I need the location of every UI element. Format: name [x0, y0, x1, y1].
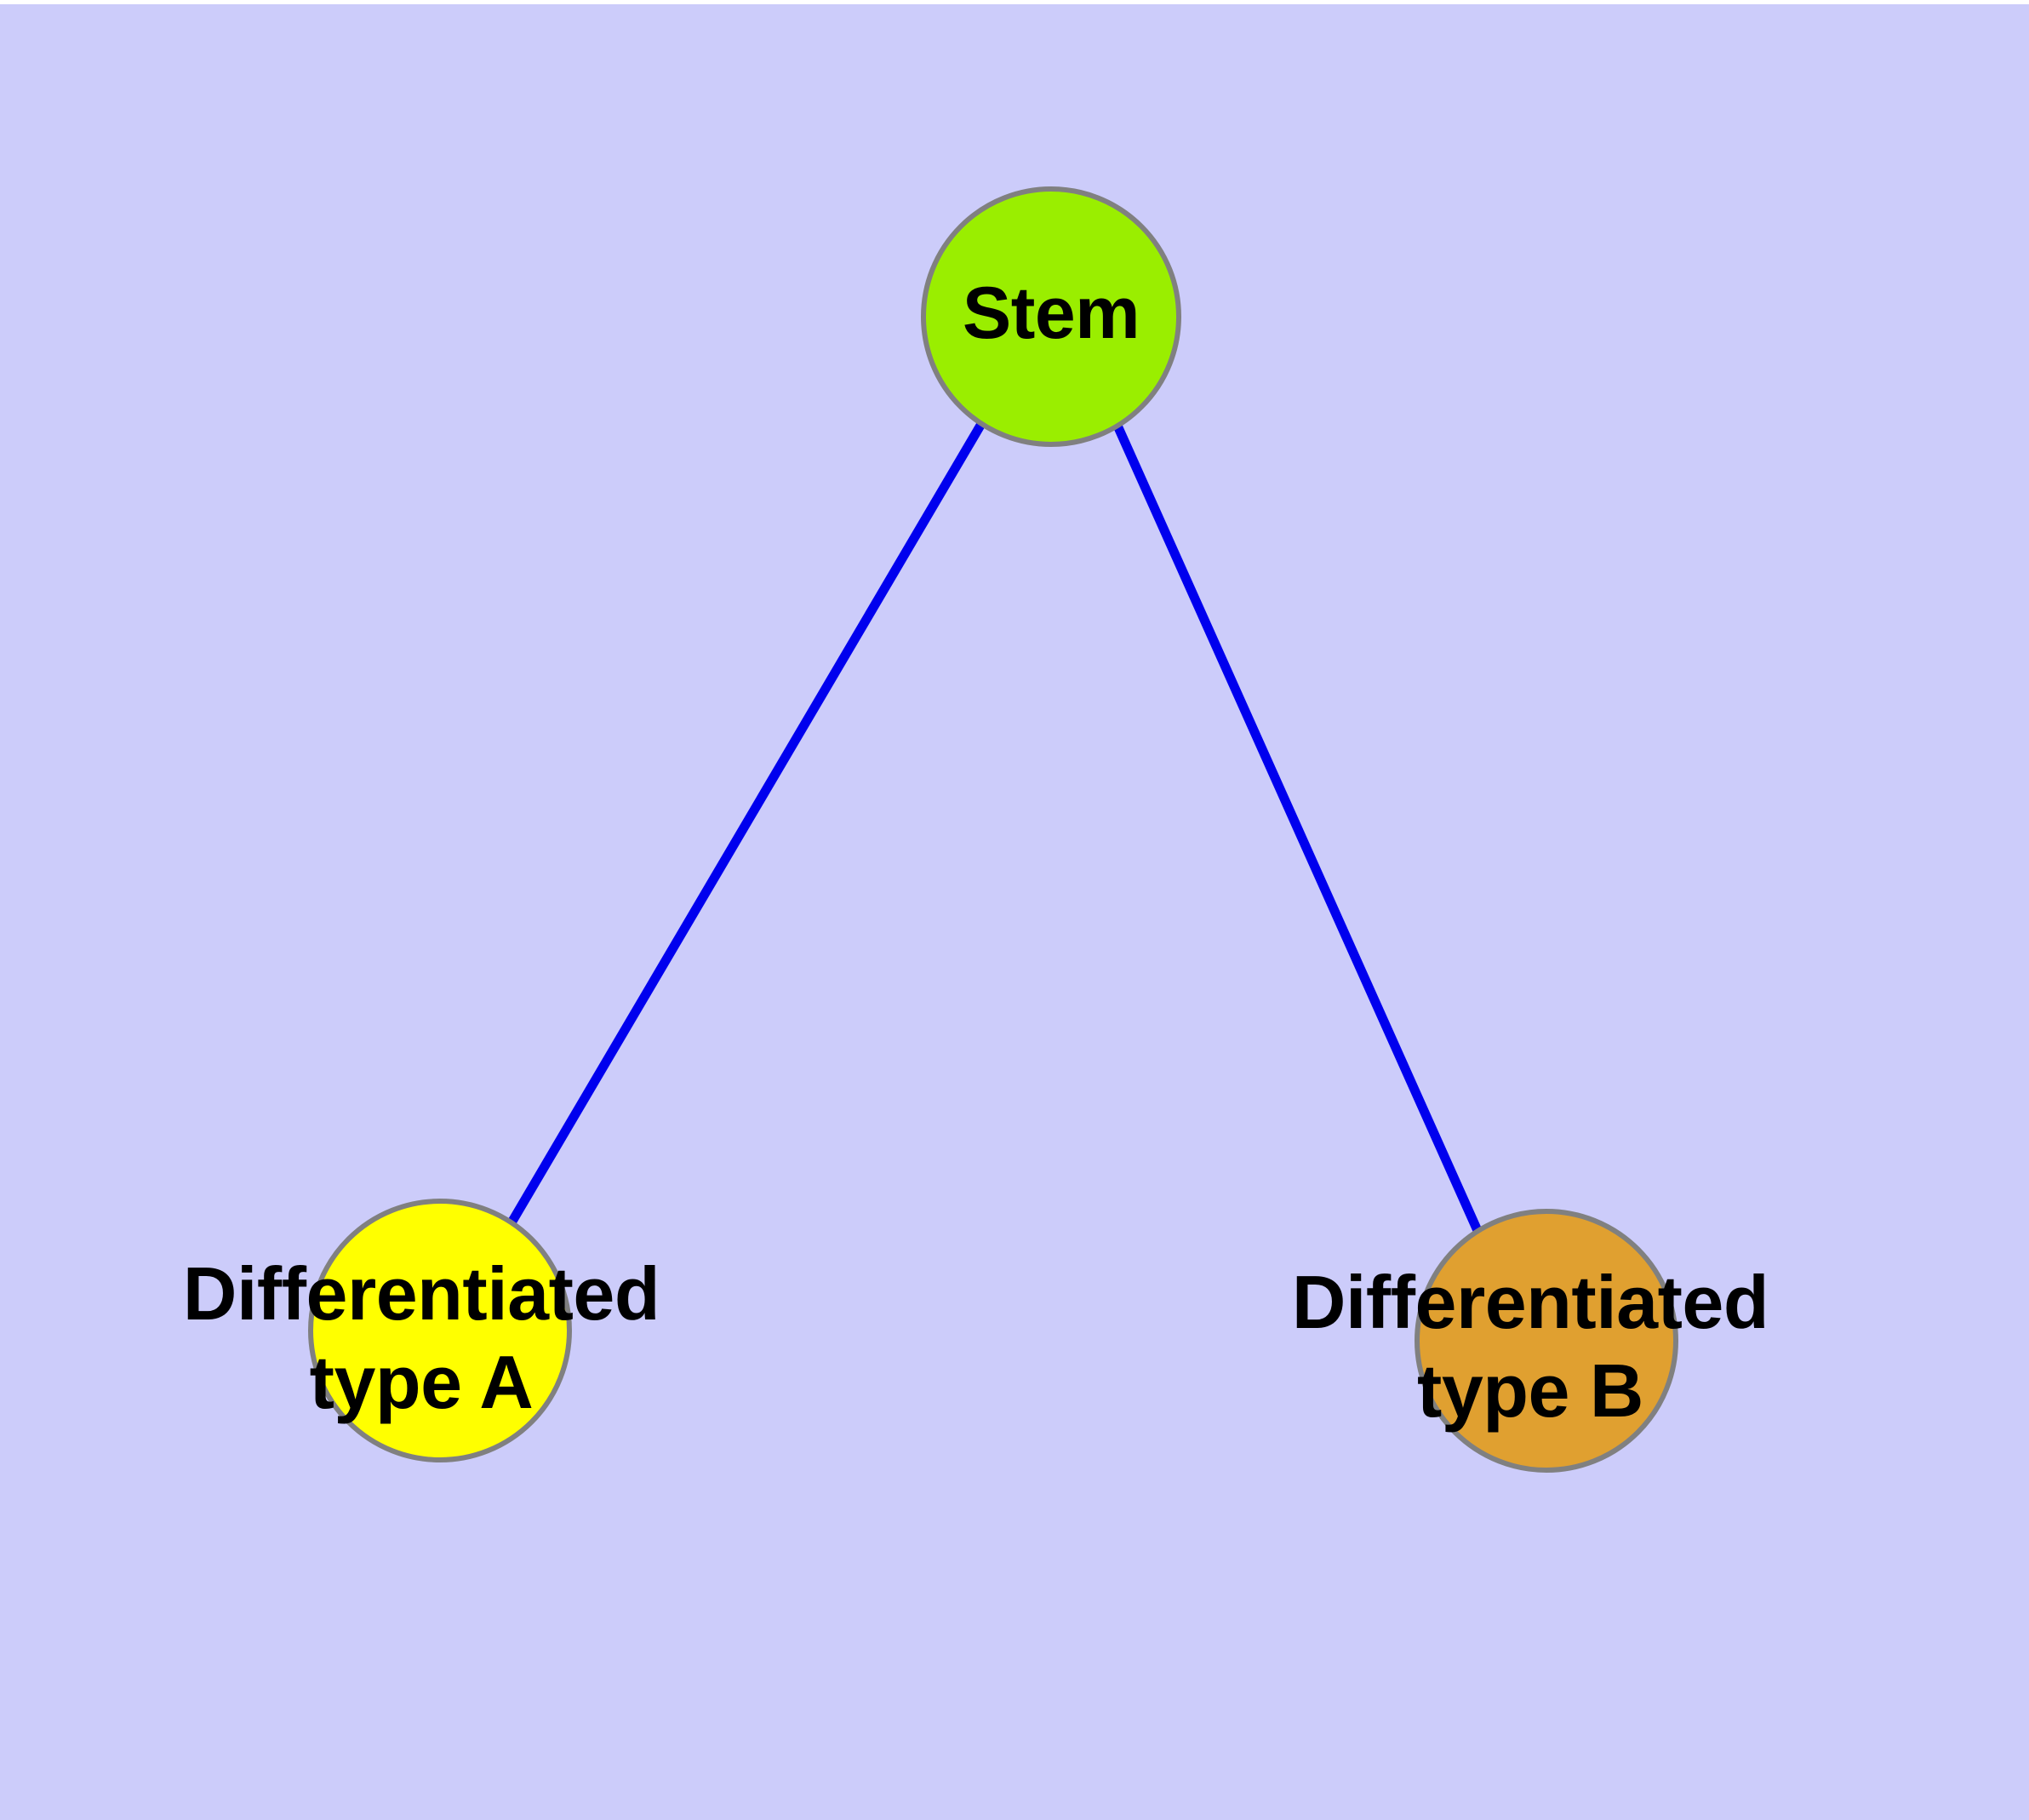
edge-stem-to-differentiated-type-a — [506, 421, 986, 1227]
node-differentiated-type-a[interactable] — [308, 1199, 572, 1462]
edge-layer — [506, 421, 1484, 1237]
node-stem[interactable] — [921, 186, 1181, 447]
node-differentiated-type-b[interactable] — [1415, 1209, 1678, 1473]
node-layer — [308, 186, 1678, 1473]
edge-stem-to-differentiated-type-b — [1112, 423, 1484, 1237]
